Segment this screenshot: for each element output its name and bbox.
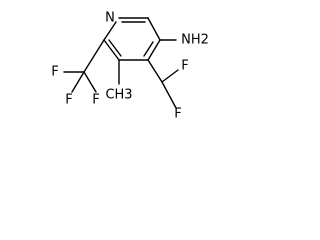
double-bond-inner-2 bbox=[143, 41, 154, 57]
atom-methyl: CH3 bbox=[105, 88, 132, 103]
double-bond-inner-3 bbox=[108, 39, 122, 57]
atom-f-bottom-right: F bbox=[174, 107, 181, 122]
atom-f-left-bottom: F bbox=[92, 93, 99, 108]
bond-cf3-f3 bbox=[83, 71, 97, 93]
structure-canvas: N NH2 F F F F F CH3 bbox=[0, 0, 222, 138]
bond-c3-c2 bbox=[103, 39, 120, 61]
bond-cf3-f2 bbox=[71, 71, 85, 93]
bond-c5-c4 bbox=[147, 39, 161, 61]
atom-f-left-top: F bbox=[51, 65, 58, 80]
atom-f-top-right: F bbox=[181, 59, 188, 74]
molecule-diagram: N NH2 F F F F F CH3 bbox=[51, 11, 209, 122]
bond-chf2-ftop bbox=[161, 69, 179, 83]
bond-c2-n bbox=[103, 21, 117, 41]
atom-n-ring: N bbox=[105, 11, 115, 26]
atom-f-left-middle: F bbox=[65, 93, 72, 108]
bond-chf2-fbottom bbox=[161, 81, 177, 109]
atom-nh2: NH2 bbox=[181, 33, 209, 48]
bond-c4-chf2 bbox=[147, 59, 163, 83]
bond-c6-c5 bbox=[147, 17, 161, 41]
bond-c2-cf3 bbox=[83, 39, 105, 73]
